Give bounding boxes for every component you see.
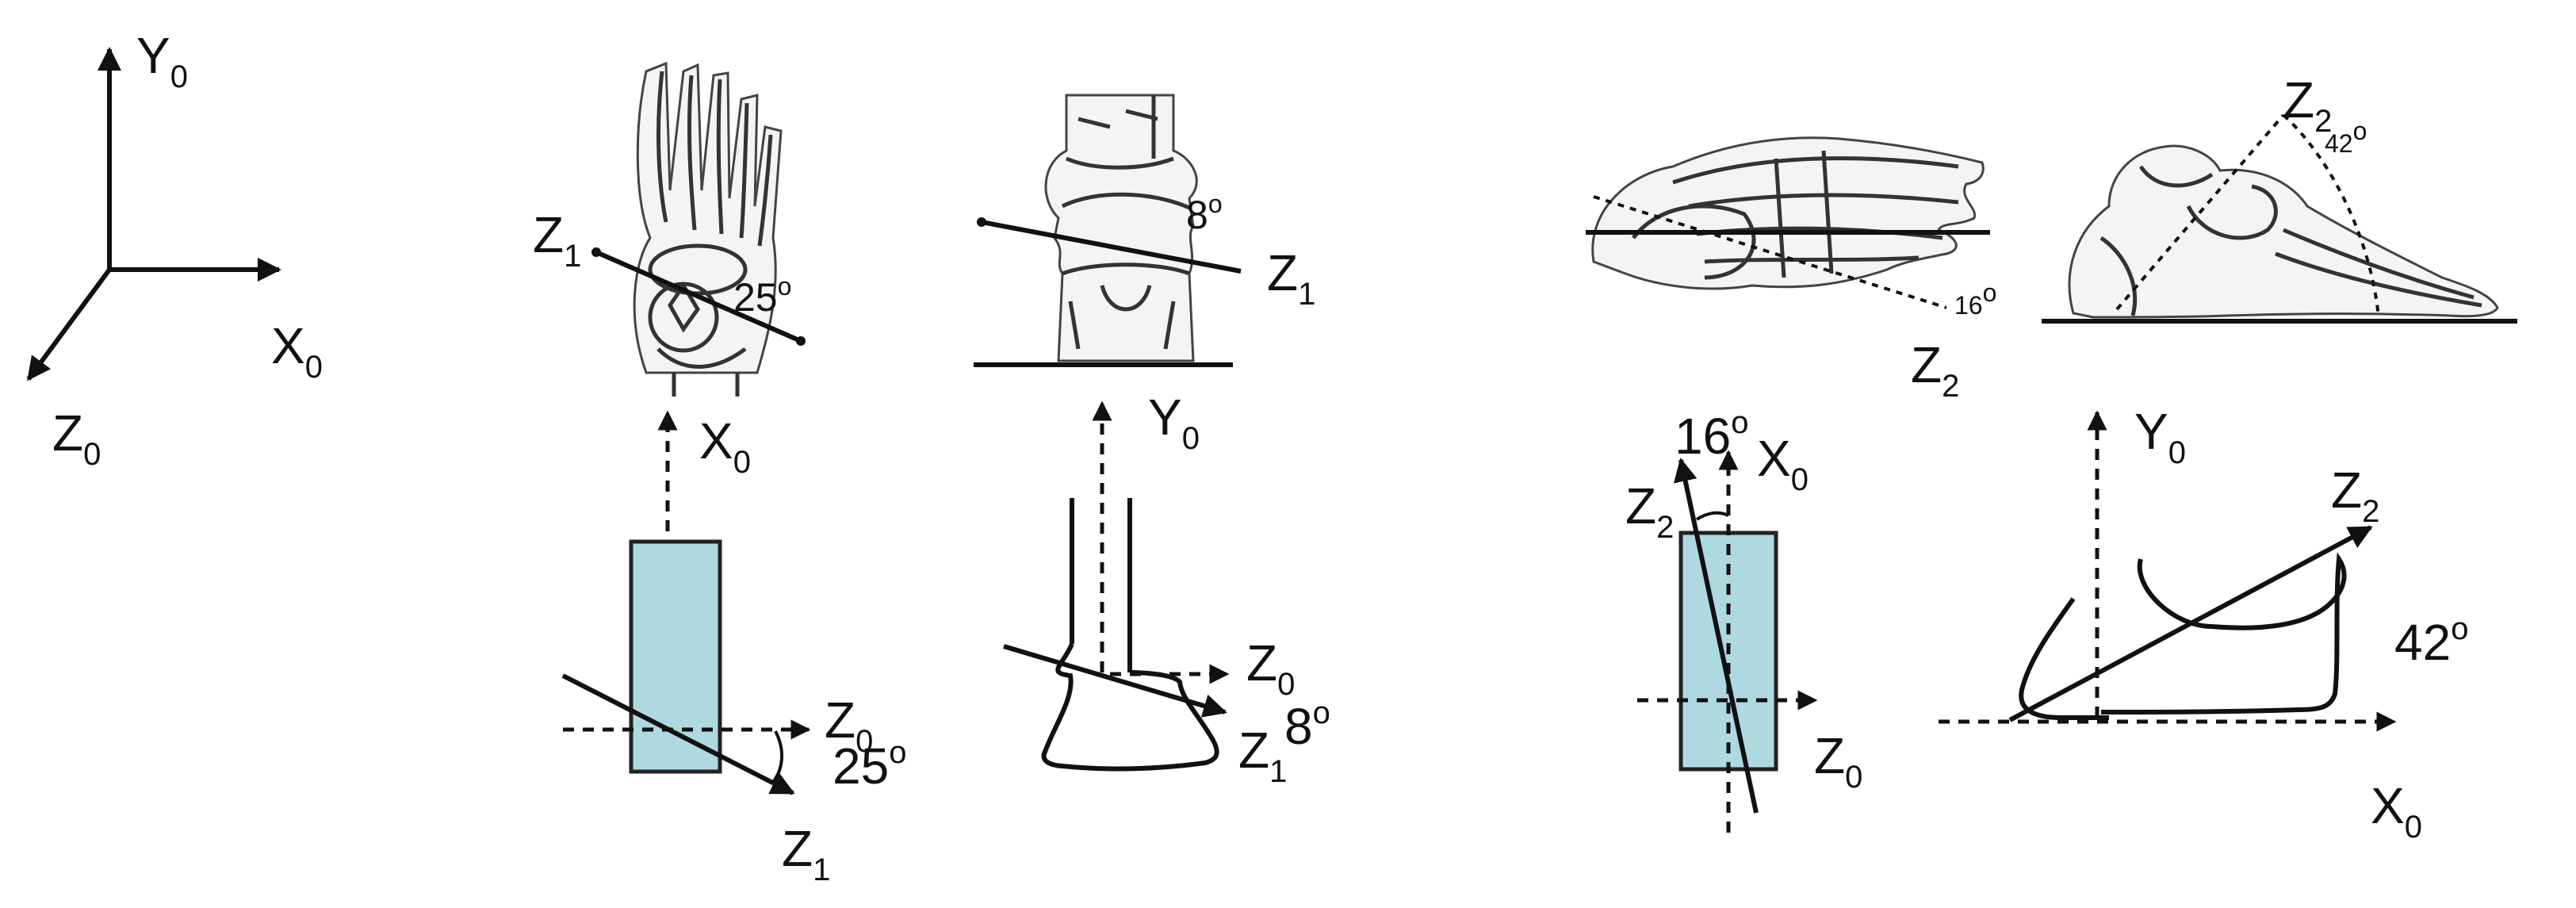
ankle-bones-illustration (1044, 94, 1198, 362)
z2-label-segment-4: Z2 (2331, 462, 2379, 529)
angle-8-label-top: 8o (1186, 190, 1223, 237)
z1-label-segment-1: Z1 (782, 820, 830, 887)
angle-arc-25 (772, 730, 784, 783)
z1-label-segment-2: Z1 (1238, 722, 1287, 789)
z0-axis-arrow (26, 268, 112, 381)
z2-dashed-line (1593, 195, 1947, 309)
z0-label-segment-1: Z0 (825, 692, 873, 759)
segment-rectangle (629, 539, 722, 774)
ankle-front-view: 8o Z1 (974, 94, 1315, 367)
x0-label: X0 (271, 317, 323, 385)
z0-label-segment-2: Z0 (1246, 634, 1295, 702)
angle-25-label: 25o (833, 735, 906, 795)
z2-dashed-line-side (2115, 113, 2285, 311)
angle-42-label: 42o (2394, 611, 2468, 671)
angle-25-label-top: 25o (733, 272, 791, 320)
y0-label-segment-2: Y0 (1148, 389, 1200, 456)
segment-diagram-42: Y0 X0 Z2 42o (1939, 403, 2468, 845)
foot-bones-illustration (633, 61, 783, 397)
angle-arc-42-side (2282, 113, 2380, 318)
z2-arrow-4 (2008, 525, 2373, 722)
z1-axis-line (595, 250, 802, 343)
y0-label: Y0 (136, 27, 188, 94)
z1-label-top: Z1 (533, 206, 581, 274)
angle-16-label: 16o (1675, 405, 1748, 465)
heel-outline (2019, 597, 2109, 720)
foot-side-bones-illustration (2068, 144, 2499, 319)
z1-label-front: Z1 (1267, 244, 1315, 312)
foot-side-view-42: Z2 42o (2042, 71, 2517, 324)
x0-label-segment-3: X0 (1757, 430, 1809, 497)
foot-side-outline (2100, 552, 2347, 715)
segment-diagram-8: Y0 Z0 Z1 8o (1003, 389, 1330, 789)
x0-label-segment-1: X0 (699, 412, 751, 480)
angle-42-label-top: 42o (2325, 117, 2367, 158)
foot-lateral-view-16: 16o Z2 (1586, 136, 1996, 404)
y0-label-segment-4: Y0 (2134, 403, 2186, 470)
foot-outline (1041, 642, 1219, 772)
segment-diagram-25: X0 Z0 Z1 25o (561, 410, 906, 887)
angle-arc-16 (1695, 511, 1729, 521)
segment-diagram-16: 16o X0 Z2 Z0 (1625, 405, 1862, 833)
foot-top-view: Z1 25o (533, 61, 806, 397)
x0-label-segment-4: X0 (2371, 777, 2422, 845)
z2-label-segment-3: Z2 (1625, 477, 1674, 545)
angle-16-label-top: 16o (1954, 278, 1996, 320)
global-axes: Y0 X0 Z0 (26, 27, 323, 472)
z2-label-side: Z2 (2283, 71, 2332, 139)
z0-label-segment-3: Z0 (1814, 727, 1862, 795)
z0-label: Z0 (52, 404, 101, 472)
z1-axis-line-front (981, 220, 1242, 274)
z2-label-lateral: Z2 (1911, 336, 1959, 404)
z1-arrow (561, 673, 795, 795)
angle-8-label: 8o (1284, 695, 1330, 755)
z2-arrow (1673, 458, 1759, 814)
z1-arrow-2 (1003, 644, 1227, 718)
foot-lateral-bones-illustration (1591, 136, 1985, 290)
